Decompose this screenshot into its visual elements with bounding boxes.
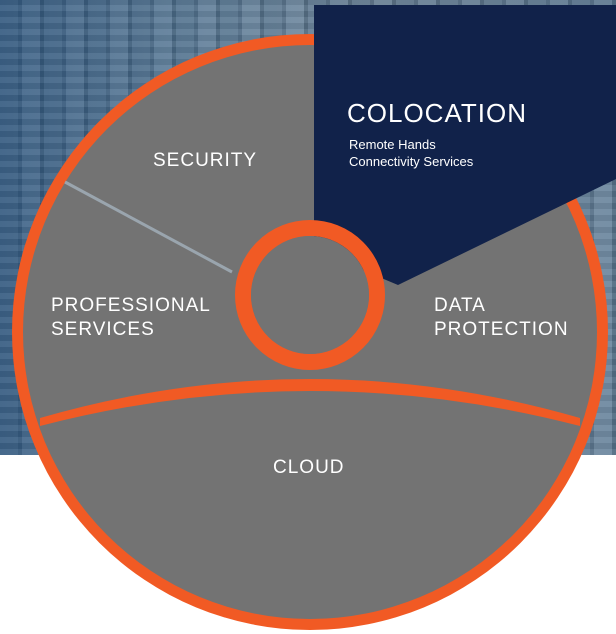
cloud-label: CLOUD: [273, 457, 345, 478]
colocation-segment[interactable]: [314, 5, 616, 285]
data-protection-label-line1: DATA: [434, 295, 486, 316]
colocation-title: COLOCATION: [347, 98, 527, 128]
divider-security-professional: [64, 180, 233, 274]
professional-services-label-line1: PROFESSIONAL: [51, 295, 211, 316]
center-hub: [251, 236, 369, 354]
colocation-service-2: Connectivity Services: [349, 154, 474, 169]
security-label: SECURITY: [153, 150, 257, 171]
center-hub-ring: [235, 220, 385, 370]
cloud-separator-arc: [40, 379, 580, 426]
data-protection-label-line2: PROTECTION: [434, 319, 569, 340]
colocation-service-1: Remote Hands: [349, 137, 436, 152]
professional-services-label-line2: SERVICES: [51, 319, 155, 340]
